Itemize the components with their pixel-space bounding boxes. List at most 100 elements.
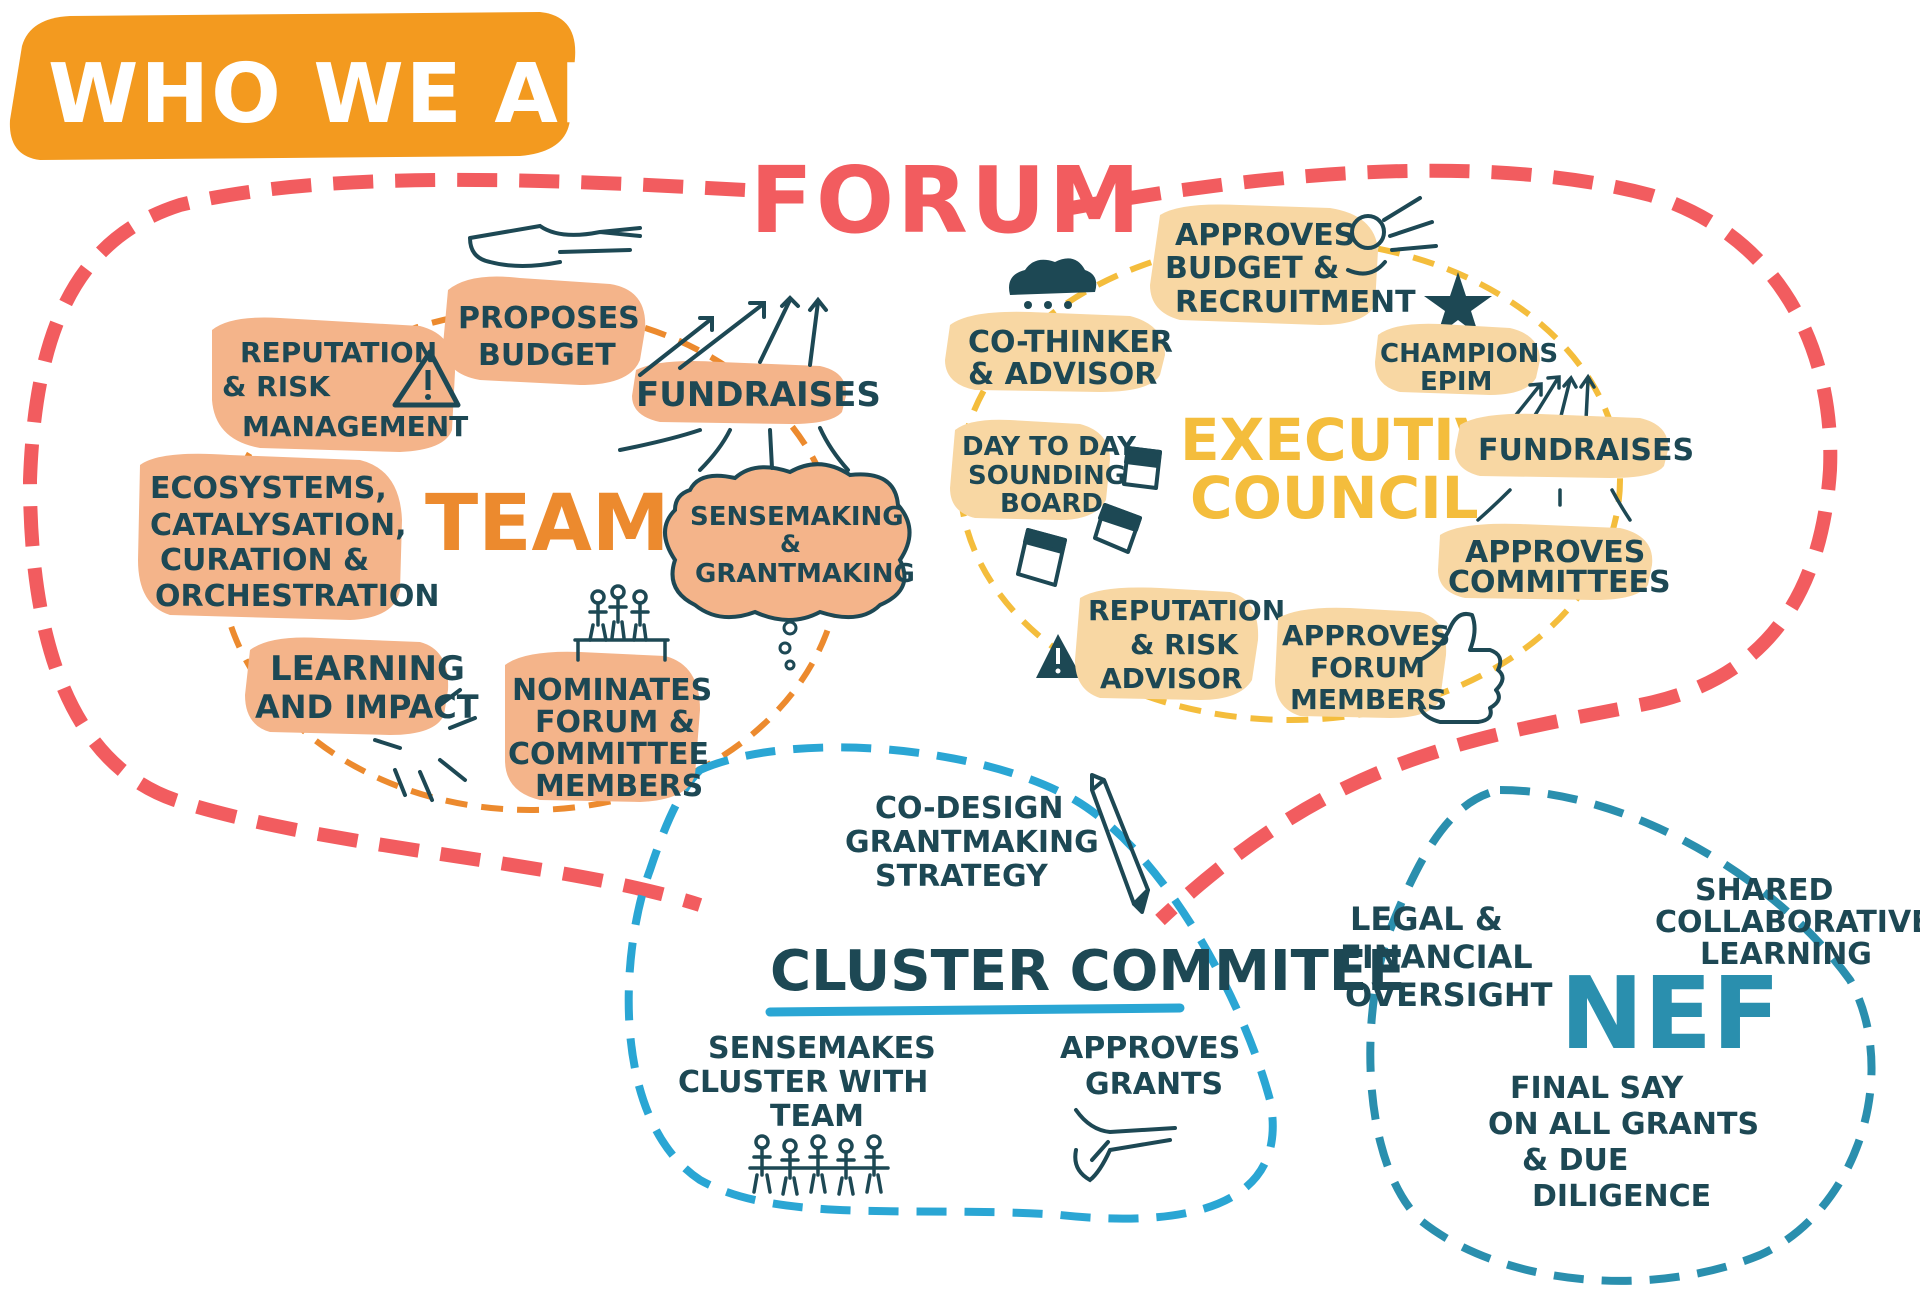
cloud-icon-drop [1044,301,1052,309]
executive-label-line-2: COUNCIL [1190,464,1479,532]
title-banner-shape [9,12,576,160]
cloud-shape [663,462,912,622]
forum-outline [22,163,1838,926]
exec-item-day-to-day: DAY TO DAY SOUNDING BOARD [950,419,1137,520]
cluster-item-line: GRANTS [1085,1067,1223,1102]
cloud-dot [784,659,796,671]
exec-item-line: CHAMPIONS [1380,339,1558,369]
team-item-highlight [138,453,402,620]
exec-item-line: APPROVES [1282,619,1450,652]
exec-item-line: BOARD [1000,489,1103,519]
nef-outline [1366,785,1876,1285]
exec-fundraise-line [1476,488,1512,522]
people-group-icon [748,1134,890,1196]
team-item-proposes-budget: PROPOSES BUDGET [443,276,646,385]
exec-item-line: EPIM [1420,367,1492,397]
cluster-item-approves-grants: APPROVES GRANTS [1060,1031,1240,1102]
exec-item-highlight [1455,413,1669,478]
team-item-line: REPUTATION [240,336,437,369]
star-icon-shape [1424,272,1492,336]
exec-item-line: RECRUITMENT [1175,285,1416,320]
people-podium-icon [573,584,670,662]
team-item-line: ORCHESTRATION [155,579,440,614]
exec-item-line: ADVISOR [1100,662,1243,695]
cloud-icon-drop [1064,301,1072,309]
team-item-highlight [245,637,449,735]
team-item-line: SENSEMAKING [690,502,904,532]
nef-item-line: FINAL SAY [1510,1071,1684,1106]
cluster-item-line: TEAM [770,1099,864,1134]
cluster-item-line: GRANTMAKING [845,825,1099,860]
exec-item-line: DAY TO DAY [962,432,1137,462]
cluster-item-line: STRATEGY [875,859,1049,894]
cluster-underline [765,1003,1185,1017]
exec-item-reputation-risk: REPUTATION & RISK ADVISOR [1075,587,1285,700]
exec-item-line: BUDGET & [1165,251,1339,286]
warning-icon [392,349,461,408]
nef-label: NEF [1560,955,1780,1072]
exec-fundraise-line [1610,488,1632,522]
team-item-line: & RISK [222,370,331,403]
exec-item-highlight [945,311,1165,392]
cluster-item-line: CLUSTER WITH [678,1065,928,1100]
star-icon [1424,272,1492,336]
team-item-sensemaking: SENSEMAKING & GRANTMAKING [663,462,915,671]
exec-item-champions: CHAMPIONS EPIM [1375,323,1558,397]
cluster-item-co-design: CO-DESIGN GRANTMAKING STRATEGY [845,791,1099,894]
forum-label: FORUM [750,147,1143,254]
page-title: WHO WE ARE [48,47,683,142]
ok-hand-icon [1346,196,1438,276]
nef-item-final-say: FINAL SAY ON ALL GRANTS & DUE DILIGENCE [1488,1071,1759,1214]
burst-icon [373,688,477,802]
exec-item-line: REPUTATION [1088,594,1285,627]
warning-icon-dot [1055,668,1061,674]
team-item-line: & [780,530,801,558]
team-item-line: GRANTMAKING [695,559,915,589]
nef-item-shared: SHARED COLLABORATIVE LEARNING [1655,873,1920,972]
exec-item-line: FORUM [1310,651,1425,684]
team-item-line: CATALYSATION, [150,508,407,543]
title-banner: WHO WE ARE [9,12,683,160]
nef-item-line: FINANCIAL [1340,938,1533,976]
nef-item-line: DILIGENCE [1532,1179,1711,1214]
hand-icon [468,223,642,268]
exec-item-line: APPROVES [1175,218,1355,253]
exec-item-highlight [1438,523,1653,600]
cluster-item-sensemakes: SENSEMAKES CLUSTER WITH TEAM [678,1031,936,1134]
papers-icon [1016,446,1162,587]
team-item-line: PROPOSES [458,301,640,336]
nef-item-line: COLLABORATIVE [1655,905,1920,940]
team-item-line: FORUM & [535,705,695,740]
exec-item-line: FUNDRAISES [1478,433,1694,468]
warning-icon-triangle [392,349,461,408]
thumbs-up-icon [1418,611,1505,724]
exec-item-highlight [950,419,1110,520]
exec-item-line: CO-THINKER [968,325,1173,360]
cloud-icon [1009,258,1097,309]
team-item-highlight [632,361,847,424]
exec-item-line: APPROVES [1465,535,1645,570]
exec-item-highlight [1150,204,1378,325]
nef-item-line: & DUE [1522,1143,1628,1178]
exec-item-highlight [1275,607,1447,718]
team-item-learning: LEARNING AND IMPACT [245,637,479,735]
team-item-reputation-risk: REPUTATION & RISK MANAGEMENT [212,317,468,452]
nef-item-line: OVERSIGHT [1345,976,1553,1014]
nef-item-legal: LEGAL & FINANCIAL OVERSIGHT [1340,900,1553,1014]
pencil-icon [1090,773,1150,914]
team-item-highlight [443,276,646,385]
exec-item-line: & ADVISOR [968,357,1157,392]
team-item-line: FUNDRAISES [636,375,881,415]
cluster-item-line: SENSEMAKES [708,1031,936,1066]
exec-item-fundraises: FUNDRAISES [1455,413,1694,522]
warning-icon-dot [425,394,431,400]
exec-arrows-icon [1510,373,1596,422]
cloud-dot [778,641,792,655]
team-item-line: LEARNING [270,649,465,689]
team-item-highlight [212,317,455,452]
cloud-dot [782,620,798,636]
exec-item-approves-forum-members: APPROVES FORUM MEMBERS [1275,607,1450,718]
exec-item-co-thinker: CO-THINKER & ADVISOR [945,311,1173,392]
team-item-fundraises: FUNDRAISES [632,361,881,424]
